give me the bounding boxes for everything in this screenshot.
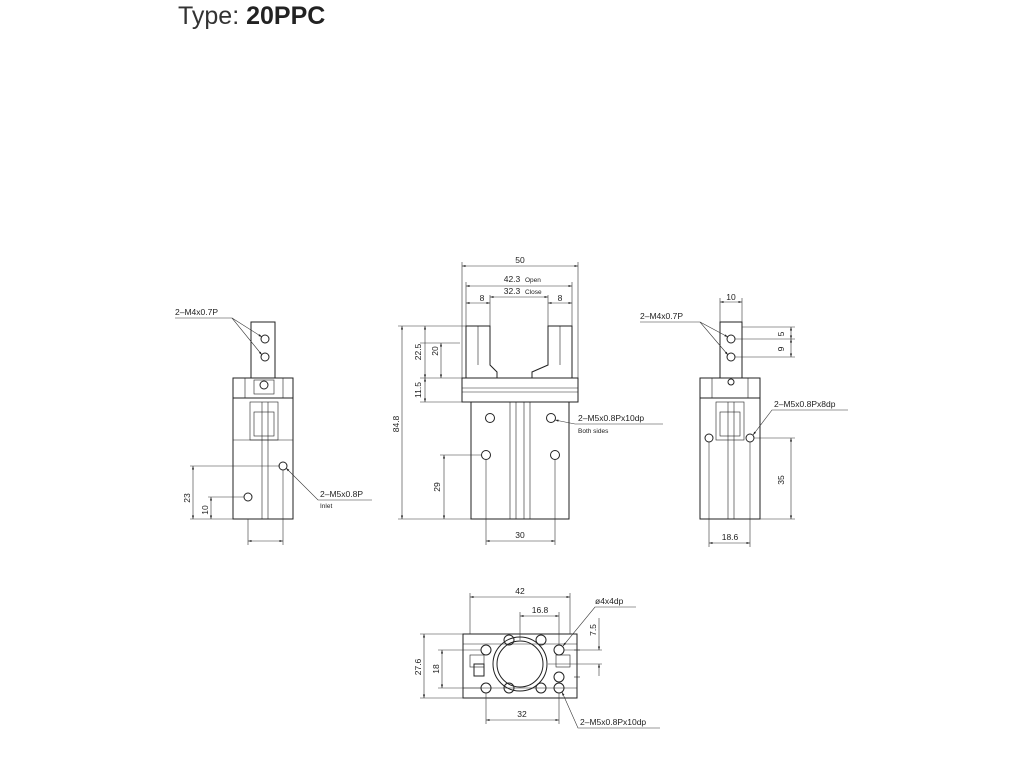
bottom-dim-7-5: 7.5 (588, 624, 598, 636)
front-callout-mount-note: Both sides (578, 428, 609, 435)
front-dim-8-left: 8 (480, 293, 485, 303)
left-callout-port-note: Inlet (320, 503, 332, 510)
left-dim-23: 23 (182, 493, 192, 503)
front-dim-30: 30 (515, 530, 525, 540)
right-callout-mount: 2–M5x0.8Px8dp (774, 399, 836, 409)
bottom-callout-mount: 2–M5x0.8Px10dp (580, 717, 646, 727)
left-callout-top: 2–M4x0.7P (175, 307, 218, 317)
front-dim-open: 42.3 (504, 274, 521, 284)
bottom-callout-pin: ø4x4dp (595, 596, 624, 606)
bottom-dim-42: 42 (515, 586, 525, 596)
bottom-dim-16-8: 16.8 (532, 605, 549, 615)
front-view: 50 42.3 Open 32.3 Close 8 8 84.8 22.5 20… (391, 255, 663, 545)
front-dim-8-right: 8 (558, 293, 563, 303)
front-dim-29: 29 (432, 482, 442, 492)
left-side-view: 2–M4x0.7P 2–M5x0.8P Inlet 23 10 (175, 307, 372, 545)
left-callout-port: 2–M5x0.8P (320, 489, 363, 499)
page-title: Type: 20PPC (178, 2, 325, 31)
front-open-label: Open (525, 277, 541, 284)
front-close-label: Close (525, 289, 542, 296)
front-dim-close: 32.3 (504, 286, 521, 296)
front-dim-width: 50 (515, 255, 525, 265)
right-side-view: 10 5 9 2–M4x0.7P 2–M5x0.8Px8dp 35 18.6 (640, 292, 848, 547)
bottom-dim-27-6: 27.6 (413, 658, 423, 675)
front-callout-mount: 2–M5x0.8Px10dp (578, 413, 644, 423)
model-name: 20PPC (246, 2, 326, 30)
bottom-dim-18: 18 (431, 664, 441, 674)
right-dim-35: 35 (776, 475, 786, 485)
front-dim-11-5: 11.5 (413, 382, 423, 398)
title-prefix: Type: (178, 2, 247, 30)
front-dim-height: 84.8 (391, 415, 401, 432)
right-callout-top: 2–M4x0.7P (640, 311, 683, 321)
bottom-view: 42 16.8 7.5 ø4x4dp 27.6 18 32 2–M5x0.8Px… (413, 586, 660, 729)
left-dim-10: 10 (200, 505, 210, 515)
right-dim-9: 9 (776, 346, 786, 351)
front-dim-22-5: 22.5 (413, 343, 423, 360)
front-dim-20: 20 (430, 346, 440, 356)
right-dim-10: 10 (726, 292, 736, 302)
right-dim-18-6: 18.6 (722, 532, 739, 542)
bottom-dim-32: 32 (517, 709, 527, 719)
right-dim-5: 5 (776, 331, 786, 336)
